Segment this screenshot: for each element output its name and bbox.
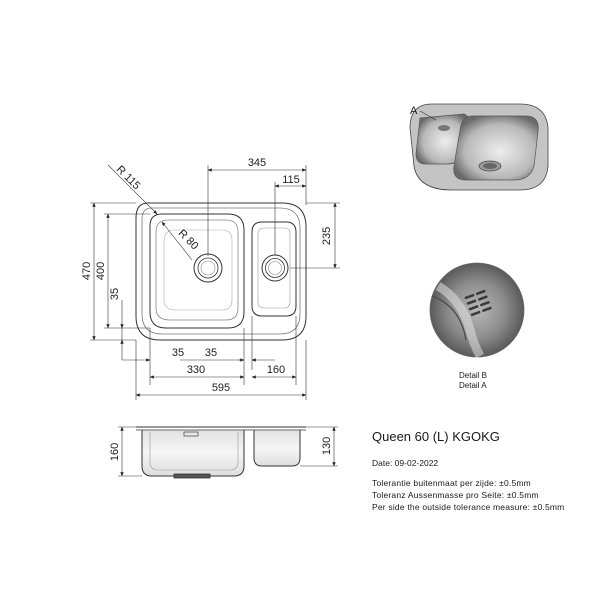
dim-345: 345 <box>248 157 266 169</box>
plan-dimension-lines <box>90 164 340 400</box>
dim-400: 400 <box>95 262 107 280</box>
side-dimension-lines <box>118 426 338 477</box>
overflow-slots-icon <box>464 289 492 317</box>
dim-115: 115 <box>282 174 300 186</box>
detail-a-label: Detail A <box>459 381 487 390</box>
right-bowl-section <box>253 430 301 467</box>
dim-595: 595 <box>212 382 230 394</box>
callout-a-leader <box>419 110 437 121</box>
dim-330: 330 <box>187 364 205 376</box>
callout-a-label: A <box>410 105 418 117</box>
dim-160: 160 <box>267 364 285 376</box>
dim-160-depth: 160 <box>109 443 121 461</box>
dim-35-right: 35 <box>205 347 217 359</box>
tolerance-dutch: Tolerantie buitenmaat per zijde: ±0.5mm <box>372 478 531 488</box>
plan-dimension-labels: 345 115 235 470 400 35 35 35 330 160 595… <box>81 157 333 394</box>
dim-130-depth: 130 <box>321 437 333 455</box>
right-bowl-outline <box>251 221 297 317</box>
detail-b-label: Detail B <box>459 371 488 380</box>
dim-470: 470 <box>81 262 93 280</box>
detail-circle-view <box>429 262 525 359</box>
dim-35-vertical: 35 <box>109 288 121 300</box>
dim-r115: R 115 <box>114 164 143 193</box>
left-bowl-outline <box>149 213 245 329</box>
dim-235: 235 <box>321 227 333 245</box>
drawing-date: Date: 09-02-2022 <box>372 458 439 468</box>
sink-plan-view <box>135 202 307 341</box>
sink-outer-outline <box>135 202 307 341</box>
tolerance-english: Per side the outside tolerance measure: … <box>372 502 565 512</box>
sink-side-view <box>136 426 306 479</box>
tolerance-german: Toleranz Aussenmasse pro Seite: ±0.5mm <box>372 490 539 500</box>
left-bowl-section <box>141 430 245 477</box>
dim-35-left: 35 <box>172 347 184 359</box>
dim-r80: R 80 <box>176 227 201 252</box>
product-title: Queen 60 (L) KGOKG <box>372 429 500 444</box>
sink-isometric-view <box>409 103 549 191</box>
